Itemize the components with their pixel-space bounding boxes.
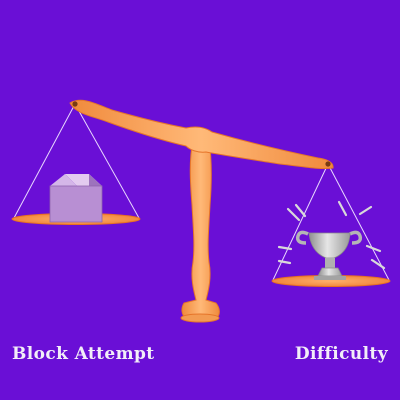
left-strings	[13, 103, 140, 219]
cube-icon	[49, 174, 103, 223]
trophy-icon	[295, 230, 363, 280]
scale-beam	[69, 99, 334, 169]
right-label: Difficulty	[294, 344, 388, 364]
left-label: Block Attempt	[12, 344, 155, 364]
scale-post	[180, 139, 220, 323]
right-pivot	[325, 161, 331, 167]
sparkle-icon	[277, 200, 386, 270]
left-pivot	[72, 101, 78, 107]
